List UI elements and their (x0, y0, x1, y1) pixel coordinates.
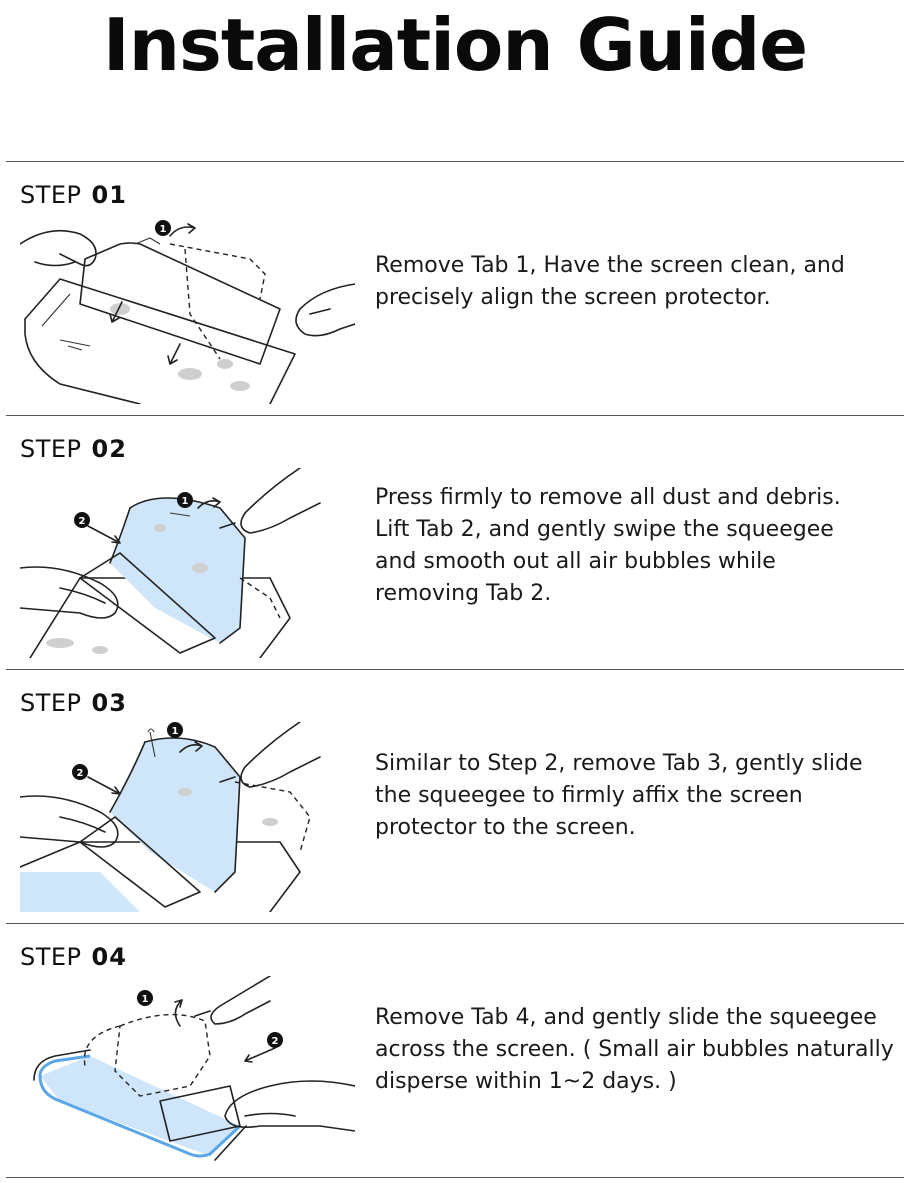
badge-1: 1 (167, 722, 183, 738)
badge-2: 2 (74, 512, 90, 528)
step-01-illustration: 1 (20, 220, 355, 404)
page-title: Installation Guide (102, 3, 808, 87)
phone-icon (20, 818, 301, 912)
arrow-icon (87, 741, 203, 795)
arrow-icon (109, 223, 196, 365)
badge-2: 2 (72, 764, 88, 780)
screen-protector-icon (109, 497, 281, 644)
arrow-icon (87, 497, 221, 544)
divider (6, 1177, 904, 1178)
screen-protector-icon (83, 1013, 211, 1097)
divider (6, 415, 904, 416)
hand-icon (194, 976, 271, 1025)
divider (6, 923, 904, 924)
divider (6, 669, 904, 670)
step-03-description: Similar to Step 2, remove Tab 3, gently … (375, 751, 863, 840)
svg-text:1: 1 (172, 726, 179, 737)
step-04-illustration: 1 2 (33, 976, 355, 1161)
badge-1: 1 (137, 990, 153, 1006)
svg-text:2: 2 (77, 768, 84, 779)
step-01-description: Remove Tab 1, Have the screen clean, and… (375, 253, 845, 310)
svg-text:1: 1 (142, 994, 149, 1005)
svg-text:2: 2 (272, 1036, 279, 1047)
hand-icon (224, 1080, 355, 1132)
svg-text:1: 1 (182, 496, 189, 507)
svg-text:1: 1 (160, 224, 167, 235)
screen-protector-icon (109, 728, 311, 893)
hand-icon (295, 283, 355, 337)
badge-1: 1 (177, 492, 193, 508)
step-04-description: Remove Tab 4, and gently slide the squee… (375, 1005, 894, 1094)
squeegee-icon (79, 552, 216, 654)
phone-icon (29, 577, 291, 658)
svg-text:2: 2 (79, 516, 86, 527)
divider (6, 161, 904, 162)
hand-icon (219, 722, 321, 788)
hand-icon (219, 468, 321, 534)
phone-icon (33, 1049, 247, 1161)
badge-1: 1 (155, 220, 171, 236)
step-02-description: Press firmly to remove all dust and debr… (375, 485, 841, 606)
hand-icon (20, 229, 97, 267)
hand-icon (20, 795, 119, 848)
screen-protector-icon (79, 237, 281, 365)
arrow-icon (174, 999, 276, 1063)
step-03-illustration: 1 2 (20, 722, 321, 912)
phone-icon (24, 278, 296, 404)
squeegee-icon (79, 816, 201, 908)
step-02-illustration: 1 2 (20, 468, 321, 658)
badge-2: 2 (267, 1032, 283, 1048)
hand-icon (20, 566, 119, 619)
